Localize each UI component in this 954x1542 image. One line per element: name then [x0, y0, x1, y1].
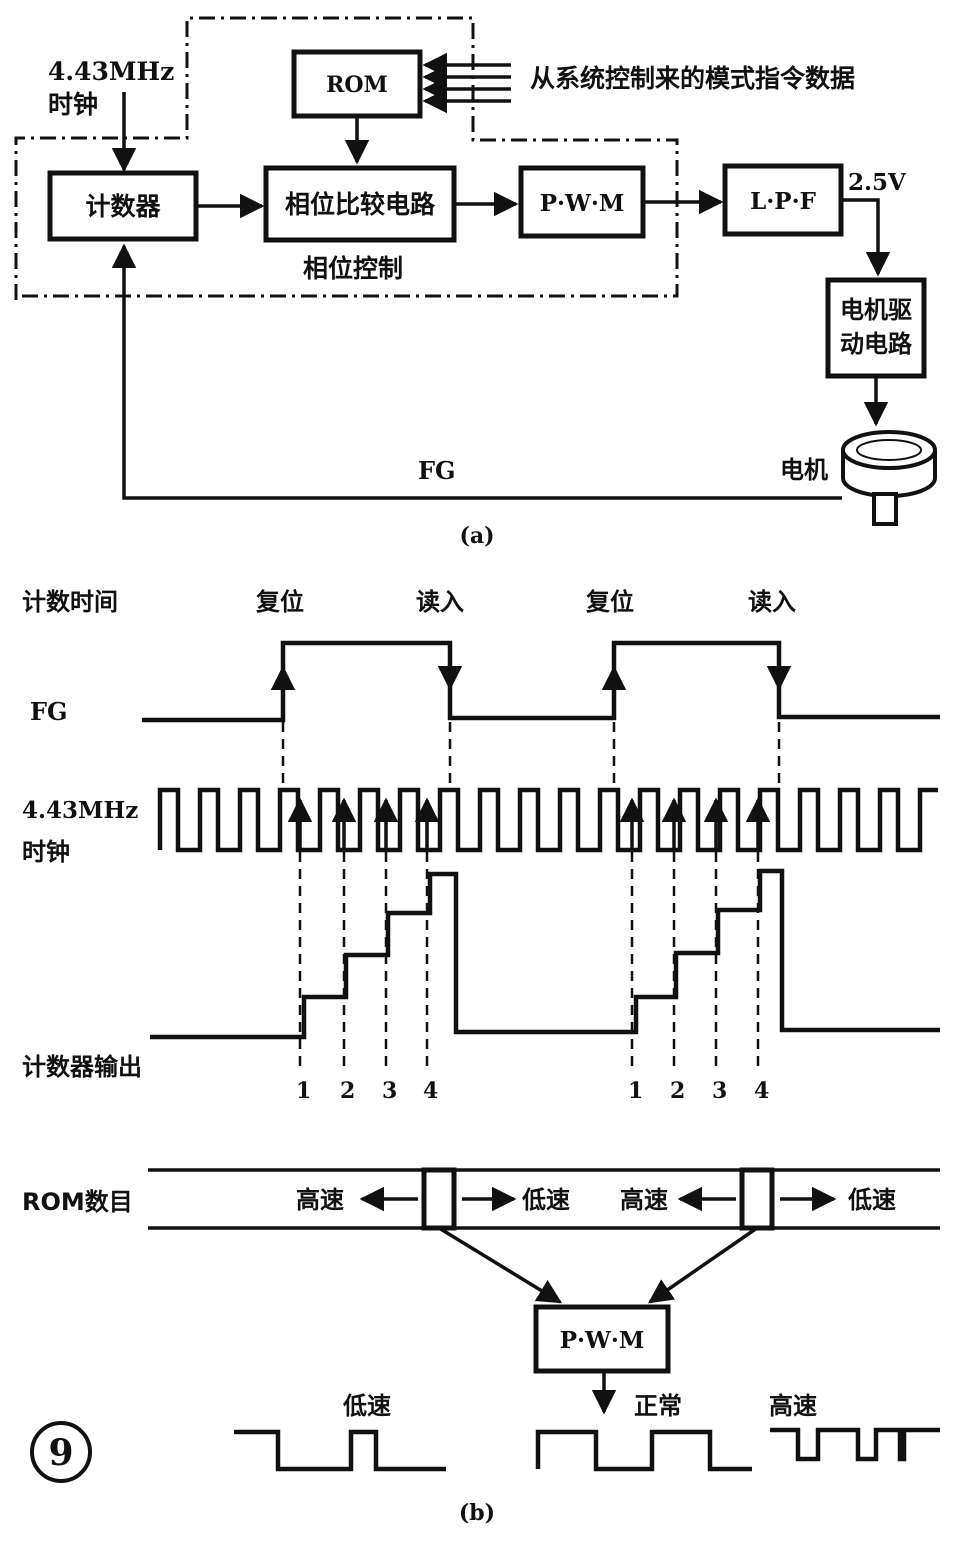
- rom-to-pwm-arrow-1: [438, 1226, 563, 1304]
- counter-output-label: 计数器输出: [22, 1053, 142, 1081]
- figure-number-badge: [30, 1421, 92, 1483]
- fg-label: FG: [418, 456, 456, 485]
- motor-drive-block: [825, 277, 927, 379]
- reset-label-1: 复位: [255, 588, 304, 616]
- pwm-label: P·W·M: [540, 190, 625, 217]
- read-label-1: 读入: [416, 588, 464, 616]
- rom-label: ROM: [326, 72, 388, 98]
- fg-waveform: [142, 640, 940, 723]
- fg-row-label: FG: [30, 697, 68, 726]
- step-label-3a: 3: [382, 1078, 397, 1104]
- low-speed-label-1: 低速: [521, 1186, 570, 1214]
- lpf-label: L·P·F: [750, 188, 816, 215]
- caption-a: (a): [459, 523, 494, 549]
- count-time-label: 计数时间: [22, 588, 118, 616]
- pwm-block-b: [533, 1304, 671, 1374]
- high-speed-label-2: 高速: [620, 1186, 668, 1214]
- step-label-4a: 4: [423, 1078, 438, 1104]
- high-speed-output-label: 高速: [769, 1392, 817, 1420]
- lpf-to-drive-arrow: [841, 198, 891, 277]
- step-label-2a: 2: [340, 1078, 355, 1104]
- motor-drive-label-1: 电机驱: [840, 296, 912, 324]
- read-label-2: 读入: [748, 588, 796, 616]
- timing-guides: [281, 722, 781, 1070]
- mode-command-label: 从系统控制来的模式指令数据: [530, 64, 855, 93]
- low-speed-output-label: 低速: [342, 1392, 391, 1420]
- rom-to-pwm-arrow-2: [647, 1226, 758, 1304]
- motor-icon: [841, 430, 937, 526]
- timing-diagram: 计数时间 复位 读入 复位 读入 FG 4.43MHz 时钟: [22, 588, 940, 1526]
- motor-drive-label-2: 动电路: [840, 330, 913, 358]
- rom-window-2: [739, 1167, 775, 1231]
- clock-row-label: 4.43MHz: [22, 797, 138, 824]
- block-diagram: 4.43MHz 时钟 ROM 从系统控制来的模式指令数据 计数器 相位比较电路 …: [14, 16, 937, 549]
- clock-waveform: [157, 787, 938, 853]
- low-speed-waveform: [234, 1429, 446, 1472]
- counter-output-waveform: [150, 868, 940, 1040]
- pwm-label-b: P·W·M: [560, 1327, 645, 1354]
- figure-number: 9: [48, 1432, 73, 1474]
- normal-output-label: 正常: [634, 1392, 682, 1420]
- high-speed-waveform: [770, 1427, 940, 1462]
- clock-label-cn: 时钟: [48, 90, 98, 119]
- phase-compare-label: 相位比较电路: [285, 190, 436, 219]
- caption-b: (b): [459, 1500, 495, 1526]
- clock-label: 4.43MHz: [48, 57, 174, 86]
- step-label-4b: 4: [754, 1078, 769, 1104]
- step-label-1b: 1: [628, 1078, 643, 1104]
- clock-row-label-cn: 时钟: [22, 838, 70, 866]
- phase-control-loop: [14, 16, 679, 300]
- motor-label: 电机: [780, 456, 828, 484]
- rom-row-label: ROM数目: [22, 1188, 133, 1216]
- rom-window-1: [421, 1167, 457, 1231]
- step-label-1a: 1: [296, 1078, 311, 1104]
- normal-waveform: [535, 1429, 752, 1472]
- phase-control-label: 相位控制: [303, 254, 403, 283]
- lpf-block: [722, 163, 844, 237]
- fg-feedback-line: [111, 243, 842, 500]
- counter-label: 计数器: [85, 192, 161, 221]
- phase-compare-block: [263, 165, 457, 243]
- high-speed-label-1: 高速: [296, 1186, 344, 1214]
- step-label-3b: 3: [712, 1078, 727, 1104]
- step-label-2b: 2: [670, 1078, 685, 1104]
- low-speed-label-2: 低速: [847, 1186, 896, 1214]
- reset-label-2: 复位: [585, 588, 634, 616]
- voltage-label: 2.5V: [848, 169, 907, 196]
